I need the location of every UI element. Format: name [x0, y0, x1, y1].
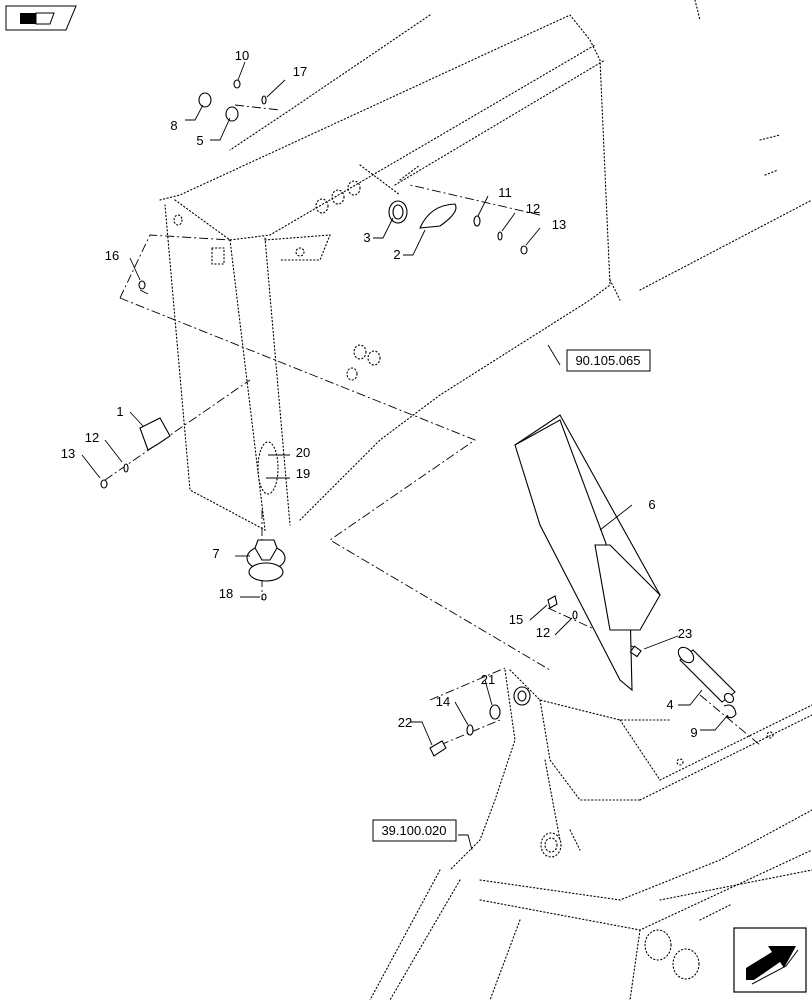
cap-parts-2-3: [388, 200, 457, 229]
callout-17: 17: [293, 64, 307, 79]
callout-12-left: 12: [85, 430, 99, 445]
bushing-part-23: [629, 645, 642, 658]
callout-19: 19: [296, 466, 310, 481]
callout-20: 20: [296, 445, 310, 460]
callout-10: 10: [235, 48, 249, 63]
callout-3: 3: [363, 230, 370, 245]
bolt-part-15: [547, 595, 558, 609]
callout-22: 22: [398, 715, 412, 730]
callout-8: 8: [170, 118, 177, 133]
callout-13-left: 13: [61, 446, 75, 461]
callout-labels: 1 2 3 4 5 6 7 8 9 10 11 12 12 12 13 13 1…: [61, 48, 698, 740]
view-toggle-icon[interactable]: [5, 5, 77, 31]
lower-frame: [369, 669, 812, 1001]
callout-4: 4: [666, 697, 673, 712]
callout-13-top: 13: [552, 217, 566, 232]
next-page-arrow-icon[interactable]: [733, 927, 807, 993]
callout-16: 16: [105, 248, 119, 263]
ref-box-90-105-065[interactable]: 90.105.065: [566, 349, 651, 372]
callout-9: 9: [690, 725, 697, 740]
callout-18: 18: [219, 586, 233, 601]
ring-part-8: [198, 92, 212, 108]
washer-part-21: [489, 704, 501, 720]
bracket-part-6: [514, 414, 661, 692]
callout-7: 7: [212, 546, 219, 561]
svg-text:90.105.065: 90.105.065: [575, 353, 640, 368]
callout-12-top: 12: [526, 201, 540, 216]
pin-part-4: [677, 646, 736, 704]
bracket-part-1: [139, 417, 171, 451]
bolt-part-22: [429, 740, 447, 757]
bolt-part-16: [138, 280, 146, 290]
washer-part-12-left: [123, 463, 129, 473]
washer-part-12-right: [572, 610, 578, 620]
callout-1: 1: [116, 404, 123, 419]
upper-housing: [159, 0, 812, 531]
washer-part-14: [466, 724, 474, 736]
ref-box-39-100-020[interactable]: 39.100.020: [372, 819, 457, 842]
nut-part-13-top: [520, 245, 528, 255]
nut-part-13-left: [100, 479, 108, 489]
assembly-boundary-lines: [104, 104, 761, 746]
leader-lines: [81, 61, 729, 851]
callout-11: 11: [498, 185, 512, 200]
callout-14: 14: [436, 694, 450, 709]
svg-text:39.100.020: 39.100.020: [381, 823, 446, 838]
clamp-part-7: [246, 539, 286, 582]
callout-5: 5: [196, 133, 203, 148]
clip-part-9: [723, 704, 737, 719]
ring-part-5: [225, 106, 239, 122]
callout-15: 15: [509, 612, 523, 627]
callout-21: 21: [481, 672, 495, 687]
callout-12-right: 12: [536, 625, 550, 640]
screw-part-10: [233, 79, 241, 89]
washer-part-17: [261, 95, 267, 105]
callout-6: 6: [648, 497, 655, 512]
screw-part-18: [261, 593, 267, 601]
callout-2: 2: [393, 247, 400, 262]
washer-part-12-top: [497, 231, 503, 241]
callout-23: 23: [678, 626, 692, 641]
washer-part-11: [473, 215, 481, 227]
